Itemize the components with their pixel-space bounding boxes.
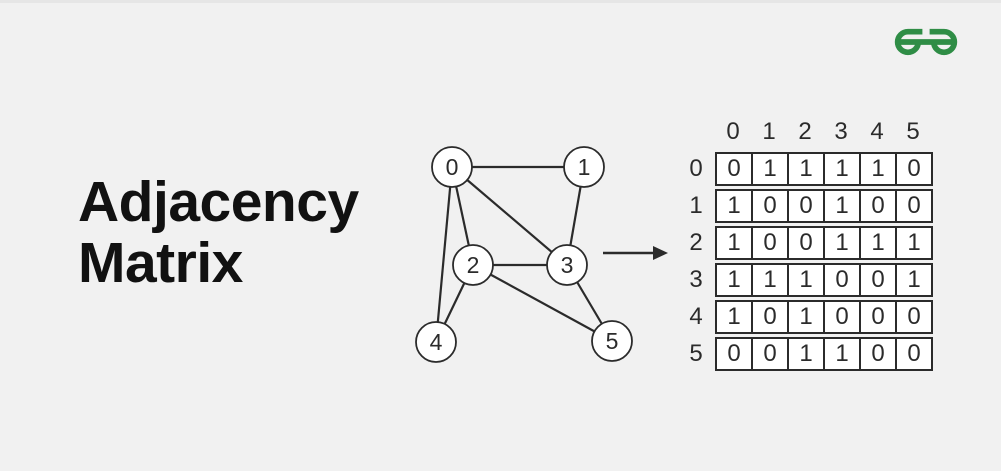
graph-node-4: [415, 321, 457, 363]
matrix-row-header-1: 1: [689, 192, 703, 219]
matrix-cell-1-3: 1: [825, 191, 861, 221]
graph-edge-0-4: [434, 166, 454, 343]
matrix-cell-1-2: 0: [789, 191, 825, 221]
matrix-cell-2-4: 1: [861, 228, 897, 258]
matrix-cell-0-5: 0: [907, 155, 921, 182]
matrix-cell-1-0: 1: [717, 191, 753, 221]
matrix-cell-5-4: 0: [861, 339, 897, 369]
matrix-col-header-2: 2: [798, 118, 812, 145]
matrix-cell-2-1: 0: [753, 228, 789, 258]
matrix-cell-3-5: 1: [907, 266, 921, 293]
matrix-cell-0-0: 0: [717, 154, 753, 184]
matrix-col-header-4: 4: [870, 118, 884, 145]
logo-left-g: [894, 28, 923, 56]
graph-node-3: [546, 244, 588, 286]
matrix-cell-5-1: 0: [753, 339, 789, 369]
page-title: Adjacency Matrix: [78, 172, 359, 294]
matrix-cell-0-2: 1: [789, 154, 825, 184]
graph-node-5: [591, 320, 633, 362]
graph-node-label-1: 1: [578, 154, 591, 180]
matrix-cell-2-3: 1: [825, 228, 861, 258]
matrix-cell-0-1: 1: [753, 154, 789, 184]
matrix-cell-0-4: 1: [861, 154, 897, 184]
matrix-cell-3-1: 1: [753, 265, 789, 295]
matrix-col-header-3: 3: [834, 118, 848, 145]
graph-node-label-2: 2: [467, 252, 480, 278]
graph-svg: 0 1 2 3 4 5: [415, 146, 668, 363]
matrix-cell-4-4: 0: [861, 302, 897, 332]
matrix-cell-4-1: 0: [753, 302, 789, 332]
graph-node-1: [563, 146, 605, 188]
matrix-col-header-1: 1: [762, 118, 776, 145]
matrix-cell-5-5: 0: [907, 340, 921, 367]
matrix-cell-0-3: 1: [825, 154, 861, 184]
matrix-row-header-2: 2: [689, 229, 703, 256]
graph-node-0: [431, 146, 473, 188]
title-line-2: Matrix: [78, 230, 243, 295]
matrix-cell-1-4: 0: [861, 191, 897, 221]
matrix-cell-3-3: 0: [825, 265, 861, 295]
right-arrow-head-icon: [653, 246, 668, 260]
matrix-cell-4-3: 0: [825, 302, 861, 332]
graph-node-label-3: 3: [561, 252, 574, 278]
geeksforgeeks-logo-icon: [894, 28, 958, 56]
matrix-cell-1-5: 0: [907, 192, 921, 219]
matrix-cell-1-1: 0: [753, 191, 789, 221]
matrix-cell-5-3: 1: [825, 339, 861, 369]
graph-node-label-4: 4: [430, 329, 443, 355]
matrix-cell-2-5: 1: [907, 229, 921, 256]
matrix-col-header-5: 5: [906, 118, 920, 145]
top-edge-divider: [0, 0, 1001, 3]
matrix-cell-5-0: 0: [717, 339, 753, 369]
matrix-cell-4-0: 1: [717, 302, 753, 332]
graph-node-label-5: 5: [606, 328, 619, 354]
matrix-cell-4-5: 0: [907, 303, 921, 330]
matrix-row-header-0: 0: [689, 155, 703, 182]
matrix-cell-3-2: 1: [789, 265, 825, 295]
graph-edge-0-3: [451, 166, 568, 266]
matrix-cell-3-4: 0: [861, 265, 897, 295]
matrix-cell-3-0: 1: [717, 265, 753, 295]
matrix-col-header-0: 0: [726, 118, 740, 145]
graph-node-2: [452, 244, 494, 286]
title-line-1: Adjacency: [78, 170, 359, 234]
graph-node-label-0: 0: [446, 154, 459, 180]
graph-edge-2-5: [472, 264, 613, 342]
logo-right-g: [929, 28, 958, 56]
matrix-row-header-4: 4: [689, 303, 703, 330]
matrix-cell-2-0: 1: [717, 228, 753, 258]
matrix-row-header-3: 3: [689, 266, 703, 293]
matrix-cell-5-2: 1: [789, 339, 825, 369]
matrix-cell-2-2: 0: [789, 228, 825, 258]
matrix-row-header-5: 5: [689, 340, 703, 367]
matrix-cell-4-2: 1: [789, 302, 825, 332]
